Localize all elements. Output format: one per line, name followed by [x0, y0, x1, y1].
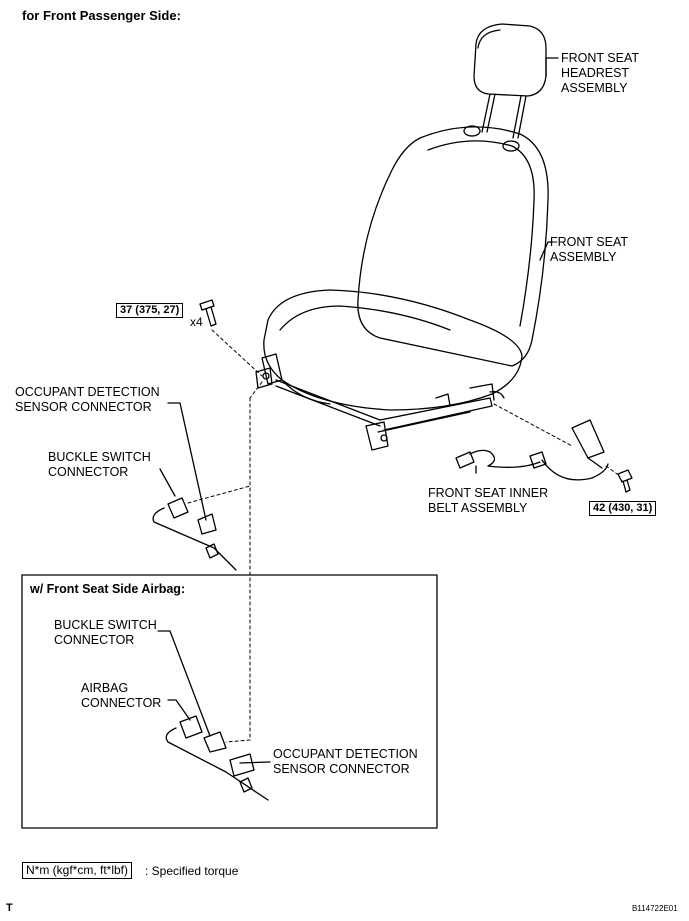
torque-belt-bolt: 42 (430, 31) — [589, 501, 657, 516]
inset-frame — [21, 574, 438, 829]
label-headrest-assembly: FRONT SEAT HEADREST ASSEMBLY — [561, 51, 640, 95]
inset-label-airbag-connector: AIRBAG CONNECTOR — [81, 681, 162, 710]
footer-left-mark: T — [6, 902, 13, 914]
seat-frame-drawing — [255, 353, 505, 451]
footer-figure-code: B114722E01 — [632, 904, 678, 913]
inner-belt-drawing — [455, 419, 609, 481]
page-title: for Front Passenger Side: — [22, 8, 181, 23]
label-buckle-switch-connector: BUCKLE SWITCH CONNECTOR — [48, 450, 151, 479]
seat-back-drawing — [357, 125, 549, 367]
bolt-quantity: x4 — [190, 315, 203, 329]
seat-bolt-drawing — [199, 299, 217, 327]
inset-title: w/ Front Seat Side Airbag: — [30, 582, 186, 596]
inset-label-buckle-switch: BUCKLE SWITCH CONNECTOR — [54, 618, 157, 647]
headrest-drawing — [473, 23, 547, 139]
inset-label-occupant-sensor: OCCUPANT DETECTION SENSOR CONNECTOR — [273, 747, 418, 776]
label-inner-belt-assembly: FRONT SEAT INNER BELT ASSEMBLY — [428, 486, 549, 515]
label-seat-assembly: FRONT SEAT ASSEMBLY — [550, 235, 629, 264]
label-occupant-sensor-connector: OCCUPANT DETECTION SENSOR CONNECTOR — [15, 385, 160, 414]
legend-torque-unit: N*m (kgf*cm, ft*lbf) — [22, 862, 133, 879]
leader-lines — [157, 57, 559, 764]
legend-text: : Specified torque — [145, 864, 239, 878]
torque-seat-bolt: 37 (375, 27) — [116, 303, 184, 318]
dashed-guides — [187, 329, 621, 743]
seat-cushion-drawing — [263, 289, 523, 411]
inset-harness-drawing — [165, 715, 269, 801]
belt-bolt-drawing — [617, 469, 633, 493]
top-harness-drawing — [152, 497, 237, 571]
